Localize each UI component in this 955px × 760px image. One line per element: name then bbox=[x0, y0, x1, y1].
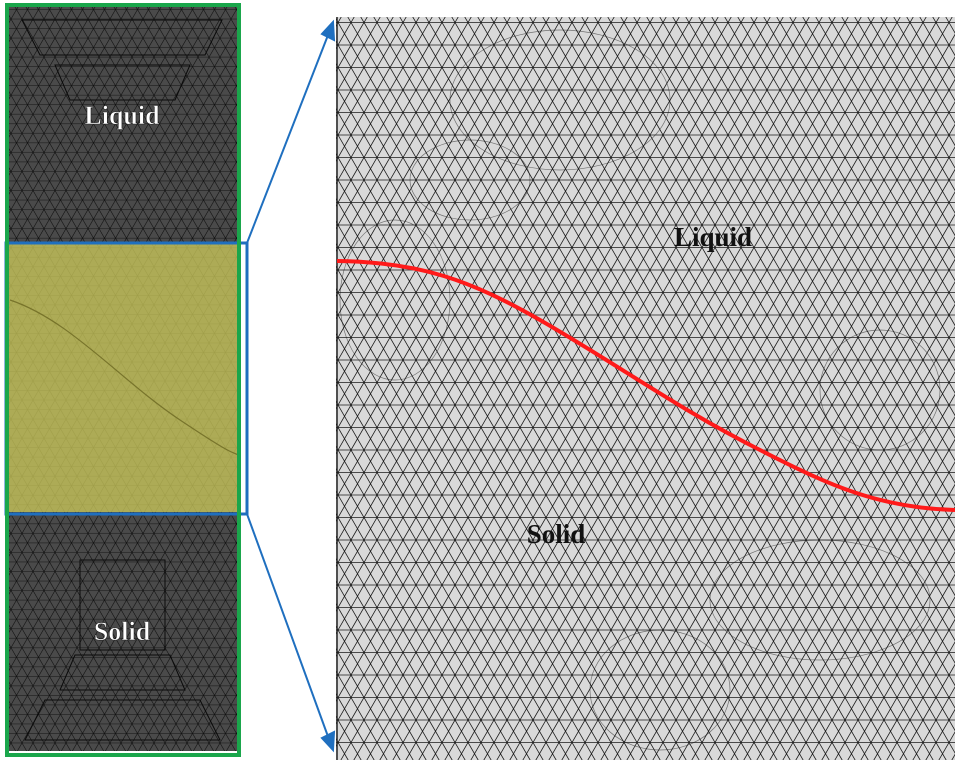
solid-liquid-interface-line bbox=[336, 259, 955, 512]
callout-arrowhead-bottom bbox=[320, 730, 336, 753]
overview-panel: Liquid Solid bbox=[4, 3, 249, 757]
zoom-panel: Liquid Solid bbox=[336, 17, 955, 760]
callout-arrow-bottom bbox=[246, 513, 331, 743]
overview-liquid-label: Liquid bbox=[84, 101, 160, 130]
callout-arrowhead-top bbox=[320, 19, 336, 42]
overview-refinement-top bbox=[21, 19, 223, 101]
overview-solid-label: Solid bbox=[94, 617, 151, 646]
overview-outer-border bbox=[5, 3, 241, 757]
zoom-refinement-patches bbox=[339, 29, 941, 751]
overview-highlight-region bbox=[8, 244, 238, 512]
overview-interface-trace bbox=[9, 299, 238, 456]
overview-refinement-bottom bbox=[24, 559, 221, 741]
callout-arrows bbox=[246, 19, 336, 753]
zoom-mesh-lines bbox=[336, 17, 955, 760]
zoom-solid-label: Solid bbox=[527, 519, 586, 549]
callout-arrow-top bbox=[246, 29, 331, 244]
zoom-liquid-label: Liquid bbox=[674, 222, 752, 252]
